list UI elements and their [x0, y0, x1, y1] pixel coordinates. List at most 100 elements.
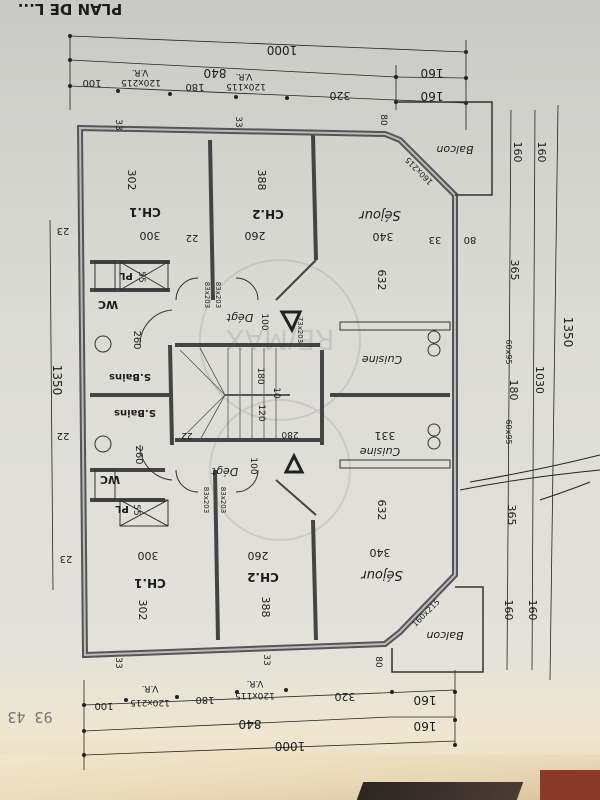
svg-text:100: 100	[248, 457, 258, 474]
svg-text:840: 840	[204, 66, 227, 80]
svg-text:100: 100	[82, 77, 101, 88]
svg-text:55: 55	[136, 271, 146, 282]
svg-text:180: 180	[255, 367, 265, 384]
room-ch1-top: CH.1	[129, 205, 161, 219]
svg-text:22: 22	[181, 430, 192, 440]
svg-text:PLAN DE L...: PLAN DE L...	[18, 0, 123, 18]
room-ch2-top: CH.2	[252, 207, 284, 221]
room-cuisine-bottom: Cuisine	[360, 445, 400, 458]
svg-text:331: 331	[375, 429, 396, 442]
svg-text:33: 33	[261, 654, 271, 665]
svg-text:300: 300	[138, 549, 159, 562]
diagonal-walls	[275, 259, 317, 516]
svg-text:632: 632	[375, 500, 388, 521]
svg-text:80: 80	[464, 234, 477, 245]
room-pl-bottom: PL	[115, 503, 129, 514]
room-ch1-bottom: CH.1	[134, 576, 166, 590]
svg-text:100: 100	[259, 313, 269, 330]
svg-text:120x115: 120x115	[226, 81, 266, 91]
svg-text:260: 260	[133, 445, 144, 464]
svg-text:320: 320	[330, 89, 351, 102]
svg-text:80: 80	[378, 114, 388, 126]
svg-text:180: 180	[507, 380, 520, 401]
svg-text:1350: 1350	[561, 317, 575, 348]
svg-text:120: 120	[256, 404, 266, 421]
room-ch2-bottom: CH.2	[247, 570, 279, 584]
svg-text:120x215: 120x215	[130, 697, 170, 707]
svg-text:1350: 1350	[50, 365, 64, 396]
svg-text:160: 160	[414, 693, 437, 707]
room-labels-top: CH.1 302 300 CH.2 388 260 Séjour 632 340…	[98, 143, 474, 382]
svg-text:388: 388	[255, 170, 268, 191]
svg-text:33: 33	[113, 657, 123, 668]
bottom-dim-labels: 1000 840 160 160 100 120x215 V.R. 180 12…	[94, 678, 436, 753]
svg-text:83x203: 83x203	[219, 487, 227, 513]
svg-text:160: 160	[526, 600, 539, 621]
room-sejour-top: Séjour	[358, 207, 401, 222]
balcony-outline	[391, 101, 493, 673]
svg-text:302: 302	[125, 170, 138, 191]
svg-text:V.R.: V.R.	[247, 678, 264, 688]
document-title: PLAN DE L...	[18, 0, 123, 18]
svg-text:10: 10	[271, 387, 281, 399]
svg-text:160: 160	[502, 600, 515, 621]
svg-text:33: 33	[233, 116, 243, 127]
background-object-red	[540, 770, 600, 800]
svg-text:23: 23	[57, 225, 70, 236]
svg-text:260: 260	[131, 330, 142, 349]
svg-text:80: 80	[373, 656, 383, 668]
right-dim-labels: 160 160 365 1350 1030 60x95 180 60x95 36…	[502, 142, 575, 621]
svg-text:365: 365	[505, 505, 518, 526]
svg-text:260: 260	[245, 229, 266, 242]
stair-arrow-symbols	[279, 310, 305, 474]
svg-text:100: 100	[94, 700, 113, 711]
svg-text:60x95: 60x95	[504, 339, 513, 364]
svg-text:180: 180	[195, 694, 214, 705]
svg-text:33: 33	[113, 119, 123, 130]
svg-text:1000: 1000	[275, 739, 306, 753]
svg-text:55: 55	[131, 504, 141, 515]
svg-text:340: 340	[370, 546, 391, 559]
svg-text:280: 280	[281, 429, 298, 439]
svg-text:160: 160	[421, 89, 444, 103]
room-sejour-bottom: Séjour	[360, 567, 403, 582]
svg-text:260: 260	[248, 549, 269, 562]
watermark: RE/MAX	[199, 259, 361, 541]
room-cuisine-top: Cuisine	[362, 353, 402, 366]
svg-text:83x203: 83x203	[214, 282, 222, 308]
room-balcon-bottom: Balcon	[426, 629, 463, 642]
svg-text:1000: 1000	[267, 43, 298, 57]
svg-text:120x215: 120x215	[121, 77, 161, 87]
bottom-dim-dots	[82, 688, 457, 757]
svg-text:160: 160	[421, 66, 444, 80]
svg-text:160: 160	[414, 719, 437, 733]
svg-text:120x115: 120x115	[235, 690, 275, 700]
room-degt-bottom: Dégt	[211, 465, 238, 478]
room-wc-top: WC	[98, 298, 118, 311]
exterior-walls	[76, 124, 458, 659]
svg-text:22: 22	[186, 232, 199, 243]
sink-fixtures	[94, 261, 451, 527]
svg-text:22: 22	[57, 430, 70, 441]
door-swings	[139, 277, 259, 493]
room-sdb-top: S.Bains	[109, 371, 151, 382]
svg-text:388: 388	[259, 597, 272, 618]
svg-text:60x95: 60x95	[504, 419, 513, 444]
svg-text:23: 23	[60, 553, 73, 564]
svg-text:33: 33	[429, 234, 442, 245]
staircase	[179, 347, 290, 441]
svg-text:1030: 1030	[533, 366, 546, 394]
svg-text:RE/MAX: RE/MAX	[225, 323, 334, 356]
svg-text:83x203: 83x203	[203, 282, 211, 308]
svg-text:365: 365	[508, 260, 521, 281]
svg-text:160: 160	[511, 142, 524, 163]
svg-text:340: 340	[373, 230, 394, 243]
room-labels-bottom: CH.1 302 300 CH.2 388 260 Séjour 632 340…	[100, 407, 464, 642]
bottom-dimensions	[83, 670, 456, 770]
top-dim-labels: 1000 840 160 160 100 120x215 V.R. 180 12…	[82, 43, 443, 103]
room-degt-top: Dégt	[226, 311, 253, 324]
left-dimensions: 1350 23 22 23	[49, 219, 73, 591]
top-dim-dots	[68, 34, 468, 105]
svg-text:180: 180	[185, 81, 204, 92]
